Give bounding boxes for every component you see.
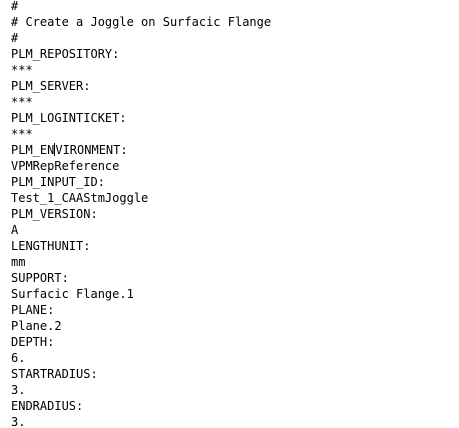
text-line-20: PLANE: — [11, 303, 55, 317]
text-line-21: Plane.2 — [11, 319, 62, 333]
text-line-17: mm — [11, 255, 26, 269]
text-line-11: VPMRepReference — [11, 159, 120, 173]
text-caret — [54, 143, 56, 156]
text-line-5: *** — [11, 63, 33, 77]
text-line-10: PLM_ENVIRONMENT: — [11, 143, 128, 157]
text-line-25: 3. — [11, 383, 26, 397]
text-line-27: 3. — [11, 415, 26, 428]
text-line-15: A — [11, 223, 19, 237]
text-line-3: # — [11, 31, 19, 45]
text-line-1: # — [11, 0, 19, 13]
text-line-12: PLM_INPUT_ID: — [11, 175, 105, 189]
text-line-22: DEPTH: — [11, 335, 55, 349]
text-line-8: PLM_LOGINTICKET: — [11, 111, 127, 125]
text-line-7: *** — [11, 95, 33, 109]
text-lines: # # Create a Joggle on Surfacic Flange #… — [11, 0, 271, 428]
text-line-6: PLM_SERVER: — [11, 79, 91, 93]
text-line-2: # Create a Joggle on Surfacic Flange — [11, 15, 272, 29]
text-line-14: PLM_VERSION: — [11, 207, 98, 221]
text-line-9: *** — [11, 127, 33, 141]
text-line-16: LENGTHUNIT: — [11, 239, 91, 253]
text-line-26: ENDRADIUS: — [11, 399, 84, 413]
text-line-19: Surfacic Flange.1 — [11, 287, 134, 301]
text-line-23: 6. — [11, 351, 26, 365]
text-line-13: Test_1_CAAStmJoggle — [11, 191, 149, 205]
text-line-18: SUPPORT: — [11, 271, 69, 285]
text-line-4: PLM_REPOSITORY: — [11, 47, 120, 61]
text-line-24: STARTRADIUS: — [11, 367, 98, 381]
